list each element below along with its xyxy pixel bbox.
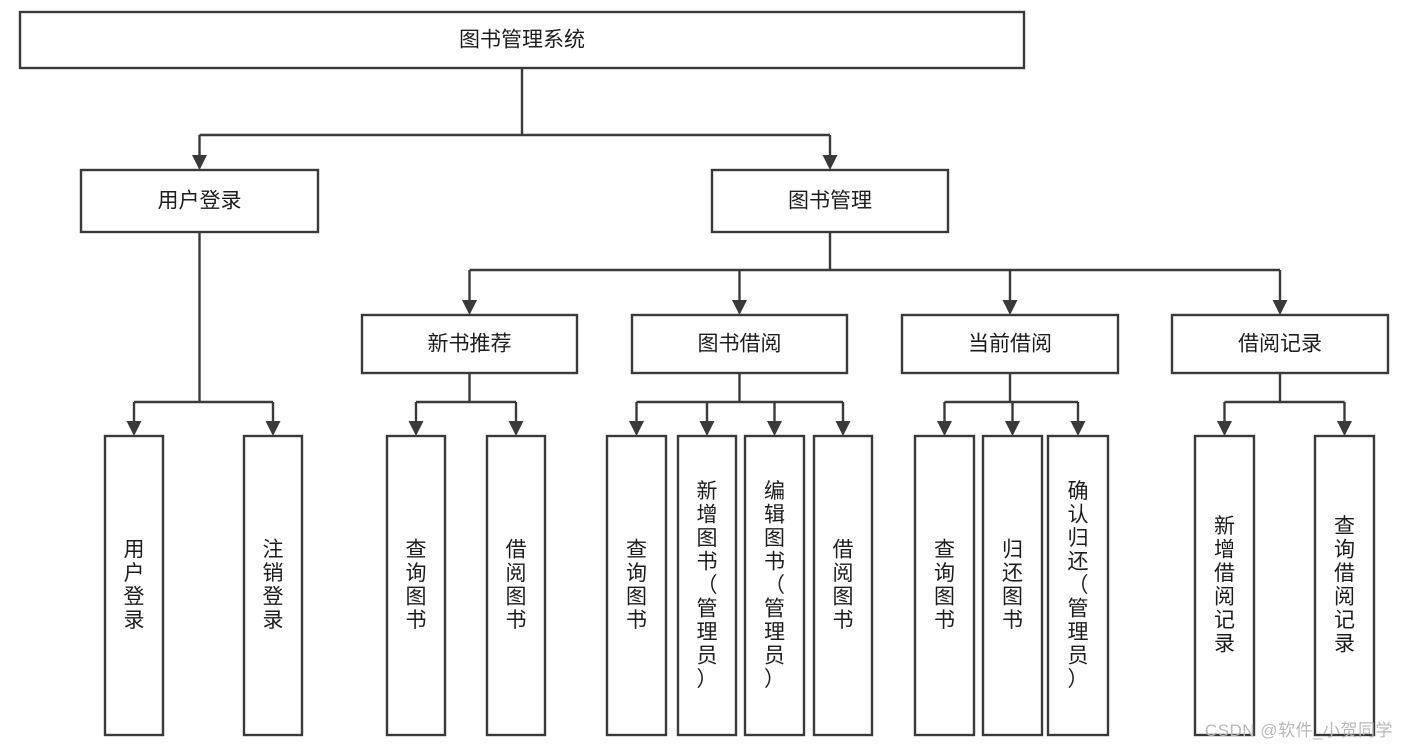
node-leaf-user-login[interactable]: 用户登录: [103, 434, 165, 737]
node-label-leaf-return-book: 归还图书: [1002, 539, 1023, 633]
node-label-leaf-query-book-cur: 查询图书: [934, 539, 955, 633]
node-label-current-borrow: 当前借阅: [968, 333, 1052, 356]
node-box-leaf-user-logout: [242, 434, 304, 737]
node-box-book-borrow: [630, 313, 849, 375]
arrow-head-icon: [1272, 300, 1288, 315]
node-current-borrow[interactable]: 当前借阅: [900, 313, 1120, 375]
node-leaf-query-book-borrow[interactable]: 查询图书: [605, 434, 668, 737]
arrow-head-icon: [1005, 421, 1020, 436]
arrow-head-icon: [126, 421, 142, 436]
node-box-leaf-query-borrow-record: [1313, 434, 1376, 737]
node-label-leaf-confirm-return-admin: 确认归还（管理员）: [1068, 480, 1089, 691]
node-label-leaf-add-book-admin: 新增图书（管理员）: [697, 480, 718, 691]
arrow-head-icon: [937, 421, 952, 436]
node-box-leaf-borrow-book-rec: [485, 434, 547, 737]
edge-group-new-book-recommend: [408, 373, 524, 436]
node-new-book-recommend[interactable]: 新书推荐: [360, 313, 579, 375]
node-box-leaf-query-book-cur: [913, 434, 976, 737]
node-leaf-query-book-cur[interactable]: 查询图书: [913, 434, 976, 737]
arrow-head-icon: [1070, 421, 1086, 436]
arrow-head-icon: [767, 421, 782, 436]
node-box-leaf-confirm-return-admin: [1046, 434, 1110, 737]
edge-group-book-manage: [462, 232, 1288, 315]
node-label-leaf-user-logout: 注销登录: [263, 539, 284, 633]
node-leaf-return-book[interactable]: 归还图书: [981, 434, 1044, 737]
node-label-book-manage: 图书管理: [788, 190, 872, 213]
node-box-leaf-borrow-book: [812, 434, 874, 737]
node-leaf-query-borrow-record[interactable]: 查询借阅记录: [1313, 434, 1376, 737]
arrow-head-icon: [192, 155, 207, 170]
edge-group-current-borrow: [937, 373, 1086, 436]
edge-group-book-borrow: [629, 373, 851, 436]
arrow-head-icon: [822, 155, 838, 170]
node-box-leaf-return-book: [981, 434, 1044, 737]
arrow-head-icon: [1217, 421, 1232, 436]
node-label-leaf-query-book-rec: 查询图书: [406, 539, 427, 633]
node-box-user-login: [79, 168, 320, 234]
node-box-book-manage: [710, 168, 950, 234]
edge-group-borrow-record: [1217, 373, 1352, 436]
arrow-head-icon: [835, 421, 851, 436]
node-borrow-record[interactable]: 借阅记录: [1170, 313, 1390, 375]
node-user-login[interactable]: 用户登录: [79, 168, 320, 234]
node-box-leaf-user-login: [103, 434, 165, 737]
node-leaf-query-book-rec[interactable]: 查询图书: [385, 434, 447, 737]
node-leaf-add-borrow-record[interactable]: 新增借阅记录: [1193, 434, 1256, 737]
node-leaf-add-book-admin[interactable]: 新增图书（管理员）: [676, 434, 738, 737]
node-label-leaf-borrow-book-rec: 借阅图书: [506, 539, 527, 633]
node-box-leaf-query-book-borrow: [605, 434, 668, 737]
node-box-leaf-add-borrow-record: [1193, 434, 1256, 737]
arrow-head-icon: [699, 421, 715, 436]
node-book-borrow[interactable]: 图书借阅: [630, 313, 849, 375]
node-label-root: 图书管理系统: [459, 29, 585, 52]
edge-group-user-login: [126, 232, 281, 436]
arrow-head-icon: [265, 421, 281, 436]
node-label-leaf-add-borrow-record: 新增借阅记录: [1214, 515, 1235, 656]
node-label-book-borrow: 图书借阅: [698, 333, 782, 356]
node-leaf-confirm-return-admin[interactable]: 确认归还（管理员）: [1046, 434, 1110, 737]
node-leaf-borrow-book-rec[interactable]: 借阅图书: [485, 434, 547, 737]
node-leaf-edit-book-admin[interactable]: 编辑图书（管理员）: [743, 434, 806, 737]
node-label-leaf-query-borrow-record: 查询借阅记录: [1334, 515, 1355, 656]
node-label-user-login: 用户登录: [158, 190, 242, 213]
node-label-leaf-edit-book-admin: 编辑图书（管理员）: [764, 480, 785, 691]
node-label-leaf-query-book-borrow: 查询图书: [626, 539, 647, 633]
node-label-leaf-borrow-book: 借阅图书: [833, 539, 854, 633]
node-box-borrow-record: [1170, 313, 1390, 375]
arrow-head-icon: [1002, 300, 1018, 315]
node-box-leaf-query-book-rec: [385, 434, 447, 737]
node-label-leaf-user-login: 用户登录: [124, 539, 145, 633]
edge-group-root: [192, 68, 838, 170]
connector-layer: [126, 68, 1352, 436]
node-label-new-book-recommend: 新书推荐: [428, 333, 512, 356]
arrow-head-icon: [508, 421, 524, 436]
node-box-current-borrow: [900, 313, 1120, 375]
node-root[interactable]: 图书管理系统: [18, 10, 1026, 70]
node-leaf-borrow-book[interactable]: 借阅图书: [812, 434, 874, 737]
node-book-manage[interactable]: 图书管理: [710, 168, 950, 234]
arrow-head-icon: [1337, 421, 1352, 436]
node-label-borrow-record: 借阅记录: [1238, 333, 1322, 356]
node-box-new-book-recommend: [360, 313, 579, 375]
node-box-leaf-add-book-admin: [676, 434, 738, 737]
node-box-leaf-edit-book-admin: [743, 434, 806, 737]
node-layer: 图书管理系统用户登录图书管理新书推荐图书借阅当前借阅借阅记录用户登录注销登录查询…: [18, 10, 1390, 737]
arrow-head-icon: [462, 300, 477, 315]
arrow-head-icon: [732, 300, 747, 315]
arrow-head-icon: [629, 421, 644, 436]
node-leaf-user-logout[interactable]: 注销登录: [242, 434, 304, 737]
node-box-root: [18, 10, 1026, 70]
arrow-head-icon: [408, 421, 424, 436]
